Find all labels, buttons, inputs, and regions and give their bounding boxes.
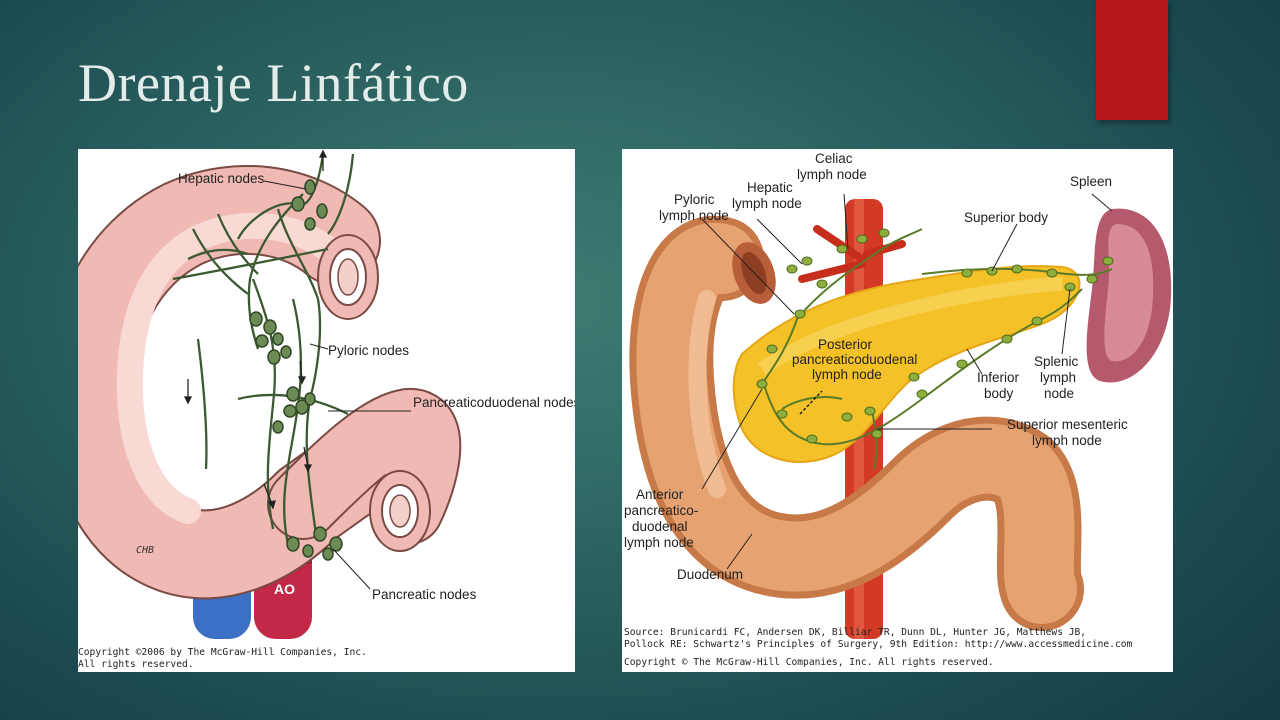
pyloric-label-1: Pyloric <box>674 192 715 207</box>
hepatic-label-1: Hepatic <box>747 180 793 195</box>
leader-lines <box>263 180 411 590</box>
duodenum-loop <box>78 165 462 600</box>
pancreas <box>732 265 1081 463</box>
duodenum-lymph-illustration: IVC AO <box>78 149 575 639</box>
anterior-label-3: duodenal <box>632 519 688 534</box>
right-copyright: Copyright © The McGraw-Hill Companies, I… <box>624 657 994 668</box>
artist-signature: CHB <box>136 545 154 556</box>
pancreaticoduodenal-nodes-label: Pancreaticoduodenal nodes <box>413 395 575 410</box>
flow-arrows <box>183 149 328 510</box>
celiac-label-1: Celiac <box>815 151 853 166</box>
pancreas-lymph-illustration: Celiac lymph node Hepatic lymph node Pyl… <box>624 151 1172 639</box>
lymph-nodes <box>249 179 343 561</box>
splenic-label-3: node <box>1044 386 1074 401</box>
inferior-body-label-2: body <box>984 386 1014 401</box>
posterior-label-3: lymph node <box>812 367 882 382</box>
accent-bar <box>1096 0 1168 120</box>
celiac-label-2: lymph node <box>797 167 867 182</box>
inferior-body-label-1: Inferior <box>977 370 1020 385</box>
hepatic-label-2: lymph node <box>732 196 802 211</box>
right-source: Source: Brunicardi FC, Andersen DK, Bill… <box>624 627 1133 650</box>
superior-mesenteric-label-1: Superior mesenteric <box>1007 417 1128 432</box>
duodenum <box>629 216 1084 631</box>
lymph-vessels <box>761 228 1113 470</box>
lymphatic-vessels <box>172 153 355 545</box>
ao-label: AO <box>274 581 295 597</box>
lymph-node-dots <box>756 228 1114 444</box>
pyloric-nodes-label: Pyloric nodes <box>328 343 409 358</box>
anterior-label-1: Anterior <box>636 487 684 502</box>
splenic-label-2: lymph <box>1040 370 1076 385</box>
left-copyright: Copyright ©2006 by The McGraw-Hill Compa… <box>78 647 367 670</box>
posterior-label-1: Posterior <box>818 337 873 352</box>
left-figure-panel: IVC AO <box>78 149 575 672</box>
right-figure-panel: Celiac lymph node Hepatic lymph node Pyl… <box>622 149 1173 672</box>
anterior-label-4: lymph node <box>624 535 694 550</box>
anterior-label-2: pancreatico- <box>624 503 698 518</box>
spleen-label: Spleen <box>1070 174 1112 189</box>
posterior-label-2: pancreaticoduodenal <box>792 352 917 367</box>
superior-body-label: Superior body <box>964 210 1048 225</box>
leader-lines <box>701 193 1113 570</box>
hepatic-nodes-label: Hepatic nodes <box>178 171 265 186</box>
superior-mesenteric-label-2: lymph node <box>1032 433 1102 448</box>
duodenum-label: Duodenum <box>677 567 743 582</box>
pyloric-label-2: lymph node <box>659 208 729 223</box>
splenic-label-1: Splenic <box>1034 354 1079 369</box>
spleen <box>1086 208 1172 383</box>
pancreatic-nodes-label: Pancreatic nodes <box>372 587 477 602</box>
slide-title: Drenaje Linfático <box>78 53 469 113</box>
